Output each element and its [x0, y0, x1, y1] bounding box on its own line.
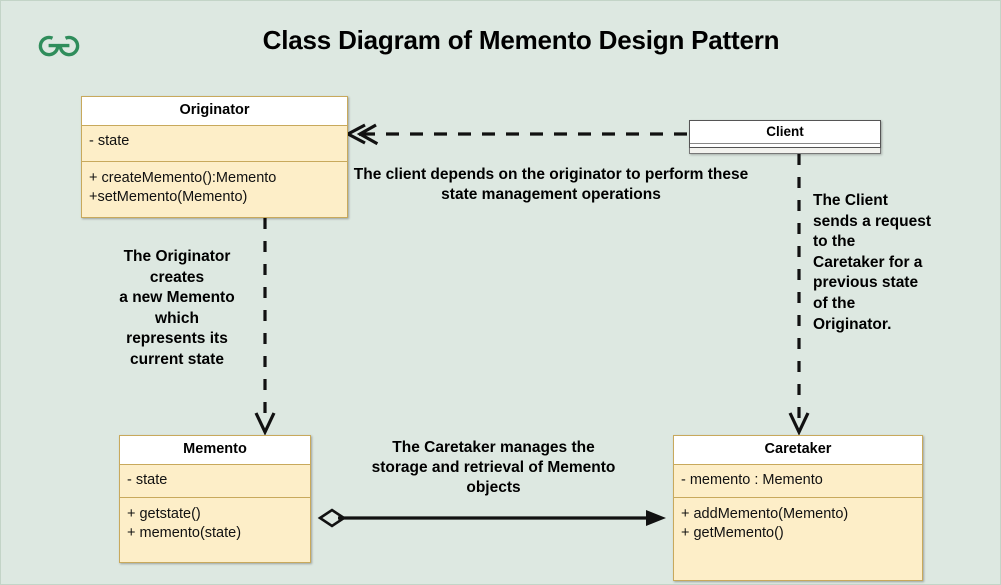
- note-caretaker-manages-memento: The Caretaker manages the storage and re…: [371, 439, 616, 497]
- class-attributes-caretaker: - memento : Memento: [674, 465, 922, 498]
- class-attributes-originator: - state: [82, 126, 347, 162]
- operation-line: + addMemento(Memento): [681, 505, 849, 522]
- class-name-memento: Memento: [120, 436, 310, 465]
- class-operations-memento: + getstate() + memento(state): [120, 498, 310, 551]
- class-box-caretaker[interactable]: Caretaker - memento : Memento + addMemen…: [673, 435, 923, 581]
- attribute-line: - state: [127, 471, 168, 488]
- class-name-caretaker: Caretaker: [674, 436, 922, 465]
- note-client-depends-originator: The client depends on the originator to …: [353, 166, 749, 203]
- class-box-originator[interactable]: Originator - state + createMemento():Mem…: [81, 96, 348, 218]
- attribute-line: - memento : Memento: [681, 471, 823, 488]
- class-box-memento[interactable]: Memento - state + getstate() + memento(s…: [119, 435, 311, 563]
- class-name-client: Client: [690, 121, 880, 144]
- operation-line: + memento(state): [127, 524, 242, 541]
- connector-memento-aggregation-caretaker: [317, 508, 666, 528]
- attribute-line: - state: [89, 132, 130, 149]
- class-operations-caretaker: + addMemento(Memento) + getMemento(): [674, 498, 922, 551]
- operation-line: + getMemento(): [681, 524, 784, 541]
- class-operations-originator: + createMemento():Memento +setMemento(Me…: [82, 162, 347, 215]
- connector-client-depends-originator: [347, 123, 687, 146]
- class-body-client: [689, 148, 881, 154]
- page-title: Class Diagram of Memento Design Pattern: [262, 25, 780, 55]
- connector-client-requests-caretaker: [788, 154, 810, 436]
- class-name-originator: Originator: [82, 97, 347, 126]
- class-box-client[interactable]: Client: [689, 120, 881, 148]
- operation-line: + createMemento():Memento: [89, 169, 277, 186]
- connector-originator-creates-memento: [254, 218, 276, 436]
- operation-line: +setMemento(Memento): [89, 188, 248, 205]
- class-attributes-memento: - state: [120, 465, 310, 498]
- operation-line: + getstate(): [127, 505, 201, 522]
- geeksforgeeks-logo: [31, 25, 87, 61]
- note-originator-creates-memento: The Originator creates a new Memento whi…: [119, 248, 235, 369]
- note-client-requests-caretaker: The Client sends a request to the Careta…: [813, 192, 932, 333]
